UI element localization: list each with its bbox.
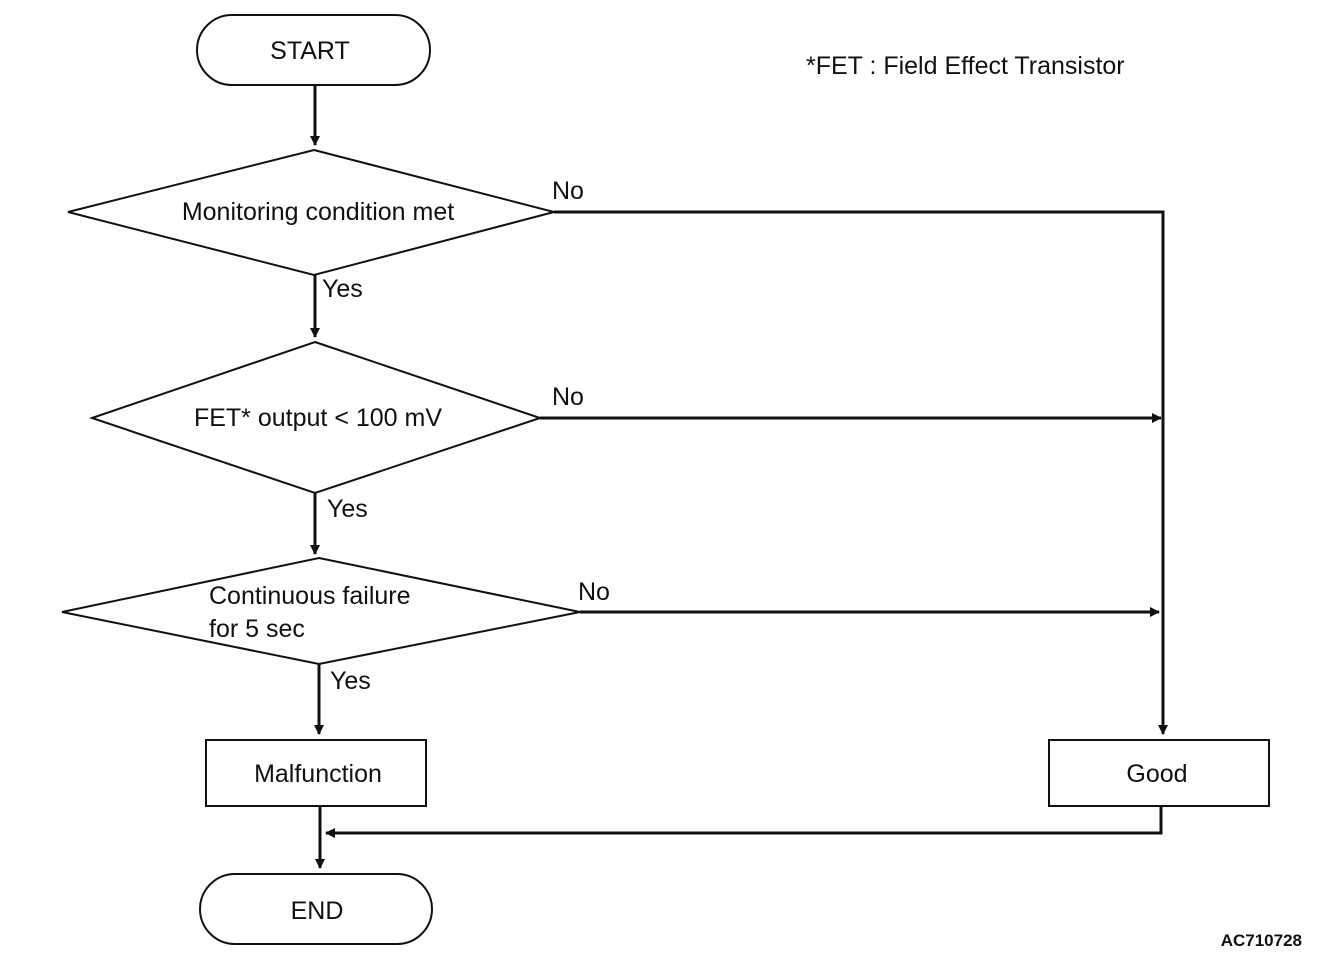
d2-no-label: No xyxy=(552,383,584,411)
decision-continuous-failure-label-line2: for 5 sec xyxy=(209,615,305,643)
connector-good-to-end xyxy=(325,806,1163,838)
decision-continuous-failure: Continuous failure for 5 sec xyxy=(61,556,581,666)
d2-yes-label: Yes xyxy=(327,495,368,523)
malfunction-label: Malfunction xyxy=(254,760,382,788)
footnote-text: *FET : Field Effect Transistor xyxy=(806,52,1125,80)
decision-fet-output: FET* output < 100 mV xyxy=(88,340,544,495)
end-label: END xyxy=(291,897,344,925)
decision-fet-output-label: FET* output < 100 mV xyxy=(194,404,442,432)
d3-yes-label: Yes xyxy=(330,667,371,695)
d1-yes-label: Yes xyxy=(322,275,363,303)
end-terminal: END xyxy=(199,873,433,945)
decision-continuous-failure-label-line1: Continuous failure xyxy=(209,582,411,610)
figure-code: AC710728 xyxy=(1221,931,1302,950)
good-box: Good xyxy=(1048,739,1270,807)
decision-monitoring-condition-label: Monitoring condition met xyxy=(182,198,454,226)
malfunction-box: Malfunction xyxy=(205,739,427,807)
connector-d1-no xyxy=(554,210,1168,735)
start-terminal: START xyxy=(196,14,431,86)
d3-no-label: No xyxy=(578,578,610,606)
good-label: Good xyxy=(1126,760,1187,788)
start-label: START xyxy=(270,37,350,65)
d1-no-label: No xyxy=(552,177,584,205)
decision-monitoring-condition: Monitoring condition met xyxy=(67,148,558,277)
